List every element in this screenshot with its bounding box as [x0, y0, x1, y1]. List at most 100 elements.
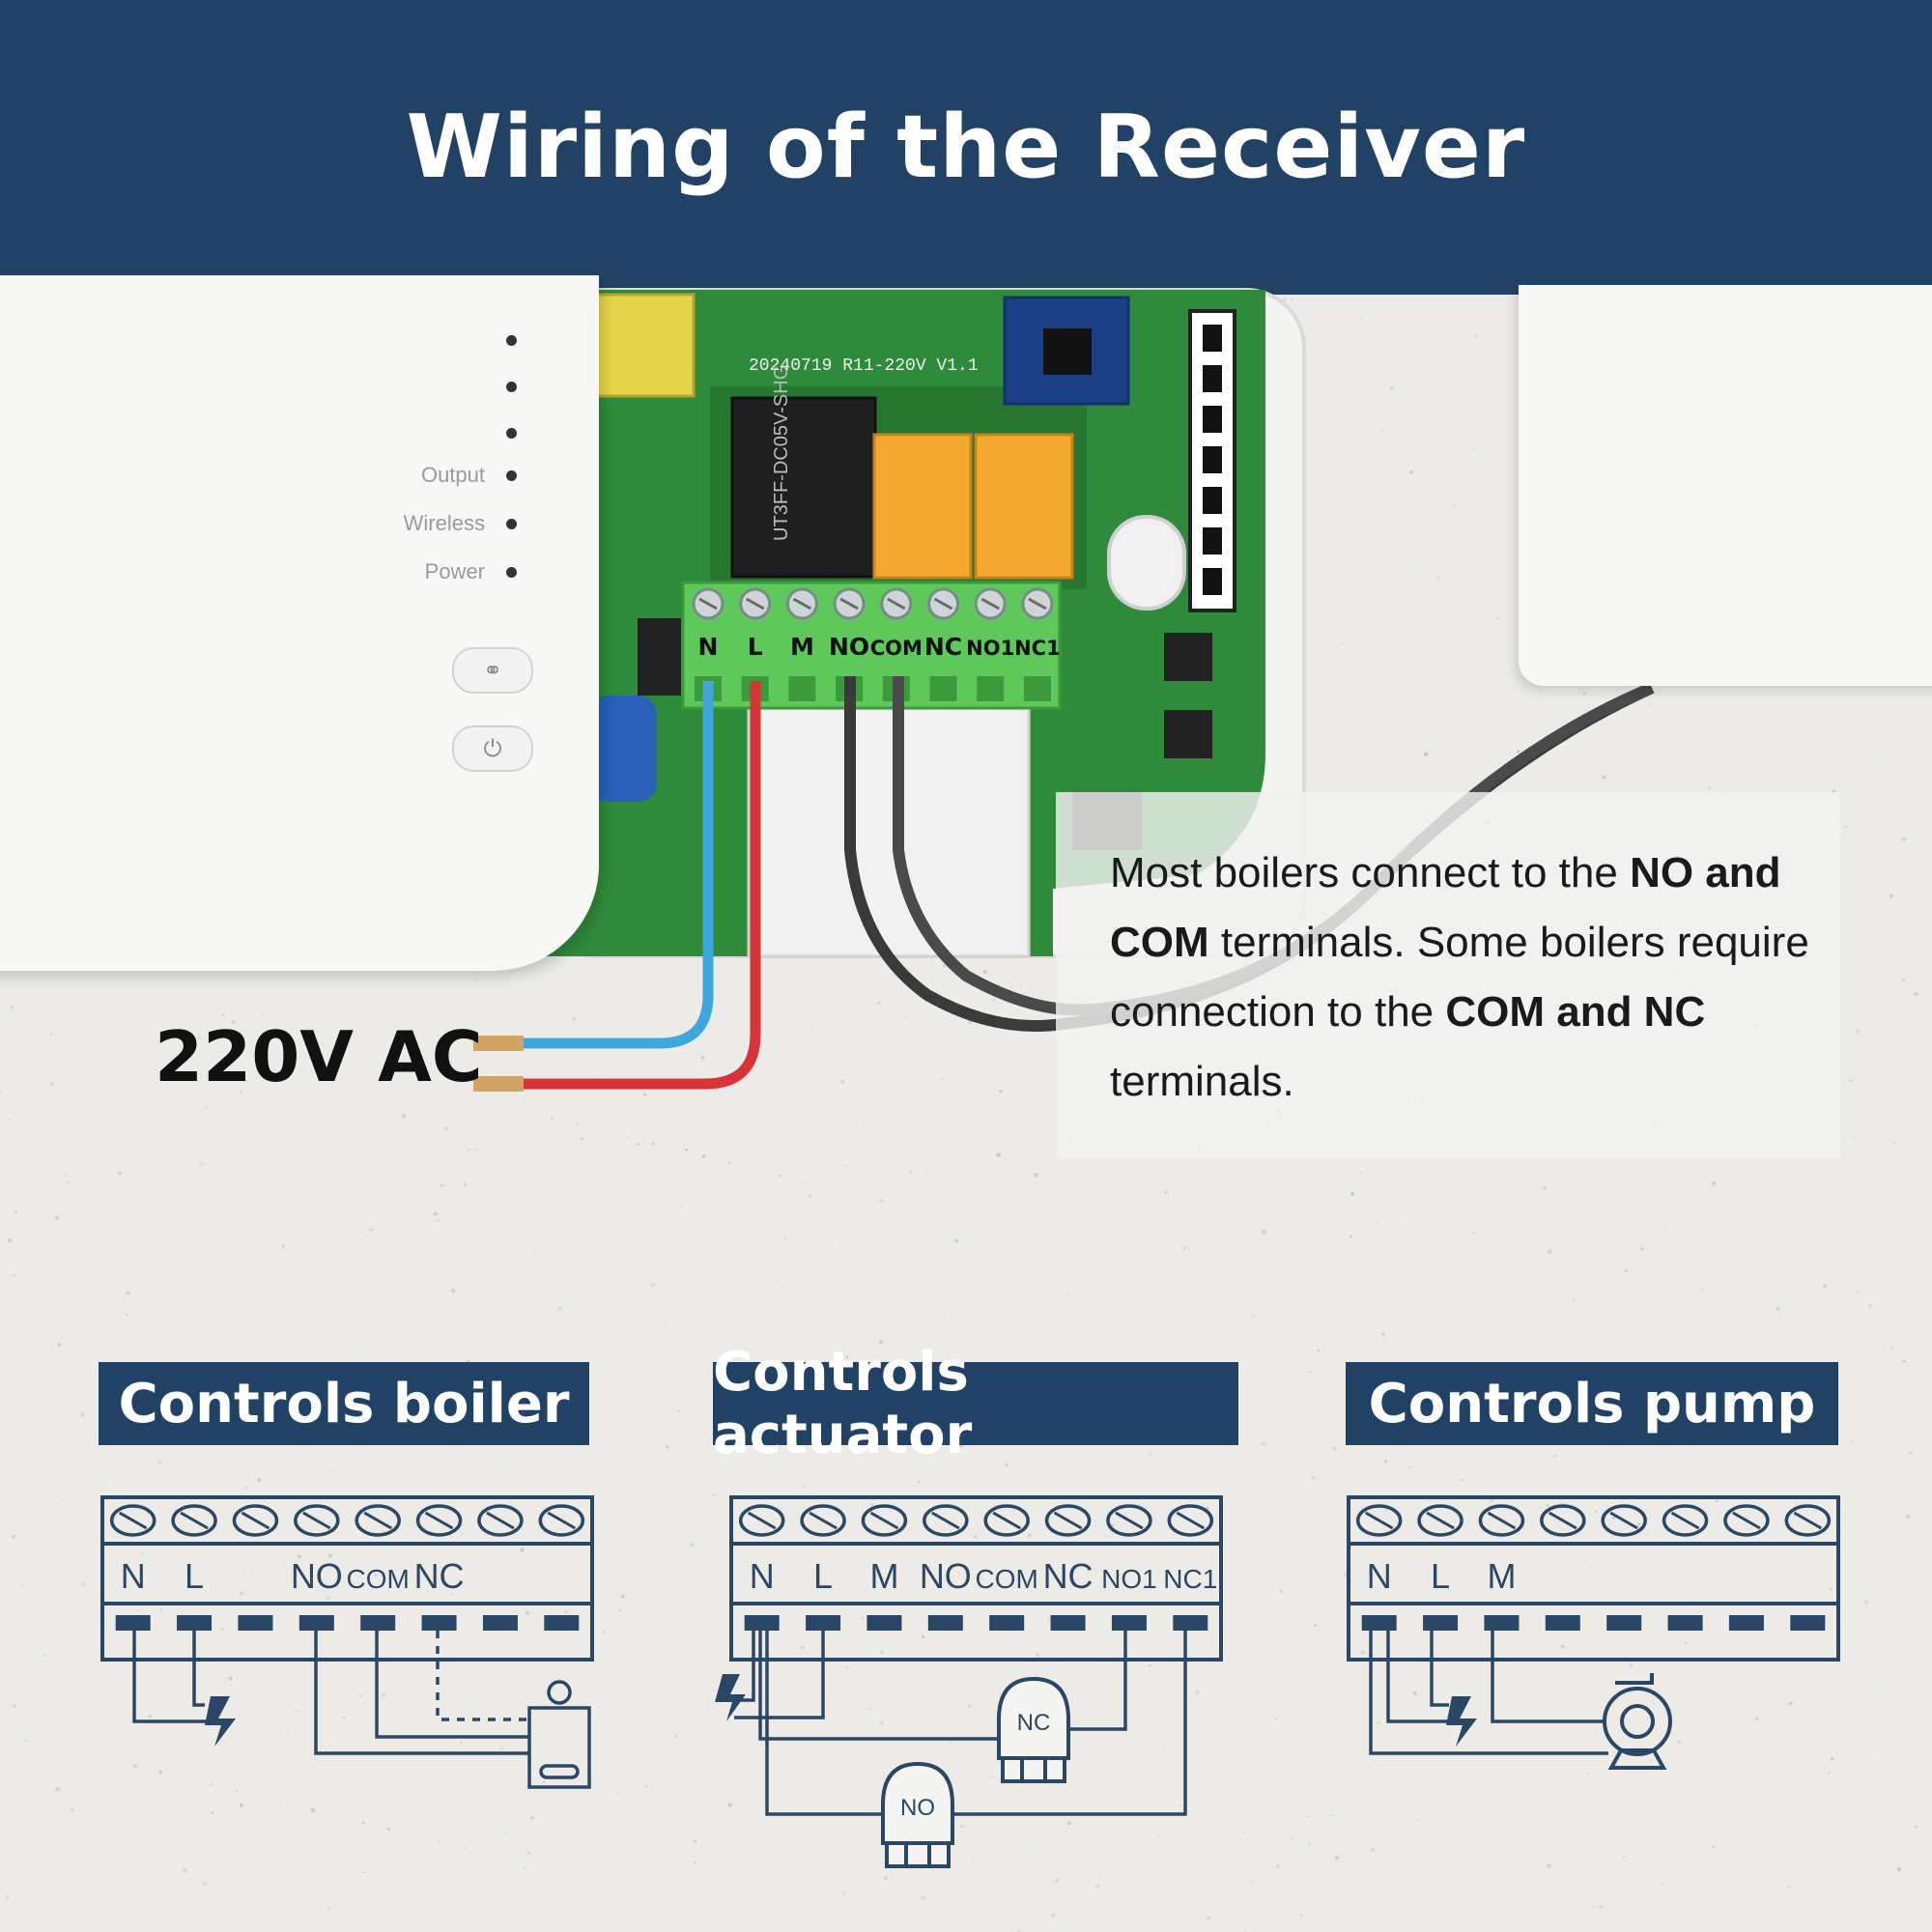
device-cover-right: [1519, 285, 1932, 686]
boiler-wire-no: [314, 1631, 529, 1755]
led-unlabeled-2: [506, 382, 517, 392]
schematic-label-nc: NC: [414, 1556, 465, 1596]
boiler-wire-nc: [436, 1631, 529, 1721]
boiler-unit: [527, 1706, 591, 1789]
schematic-pad: [806, 1615, 841, 1631]
actuator-wire-no1: [1066, 1631, 1127, 1731]
terminal-label-com: COM: [870, 637, 923, 660]
terminal-label-no1: NO1: [966, 637, 1014, 660]
schematic-pad: [177, 1615, 213, 1631]
pump-body: [1603, 1687, 1672, 1756]
pump-outlet: [1615, 1673, 1654, 1685]
actuator-wire-nc1: [952, 1631, 1187, 1816]
led-dot: [506, 382, 517, 392]
boiler-power-icon: [205, 1696, 236, 1747]
led-power: Power: [425, 559, 517, 584]
terminal-slot: [977, 676, 1005, 701]
schematic-pad: [744, 1615, 780, 1631]
led-wireless-label: Wireless: [403, 511, 485, 535]
schematic-label-l: L: [813, 1556, 833, 1596]
schematic-screw: [1662, 1504, 1709, 1537]
schematic-pad: [482, 1615, 518, 1631]
pump-wire-n2: [1386, 1631, 1457, 1723]
schematic-label-n: N: [121, 1556, 146, 1596]
schematic-screw: [1601, 1504, 1647, 1537]
schematic-pad: [1667, 1615, 1703, 1631]
relay-jdq2: [872, 433, 973, 580]
pump-wiring: [1369, 1631, 1672, 1770]
note-bold-2: COM and NC: [1445, 988, 1706, 1036]
schematic-screw: [1106, 1504, 1152, 1537]
pump-wire-l: [1430, 1631, 1449, 1707]
schematic-pad: [1545, 1615, 1580, 1631]
power-icon: ⏻: [483, 735, 502, 762]
schematic-label-m: M: [1487, 1556, 1516, 1596]
schematic-screw: [861, 1504, 908, 1537]
note-text: Most boilers connect to the NO and COM t…: [1110, 838, 1825, 1117]
schematic-screw: [1044, 1504, 1092, 1537]
schematic-pad: [1111, 1615, 1147, 1631]
schematic-screw: [738, 1504, 785, 1537]
schematic-pad: [1173, 1615, 1208, 1631]
pin-header: [1188, 309, 1236, 612]
power-button[interactable]: ⏻: [452, 725, 533, 772]
led-dot: [506, 335, 517, 346]
boiler-wiring: [132, 1631, 591, 1789]
housing-slot: [1107, 515, 1186, 611]
wireless-chip: [1043, 328, 1092, 375]
actuator-wire-n2: [758, 1631, 1000, 1741]
valve-no-label: NO: [900, 1795, 935, 1821]
pump-base: [1607, 1748, 1667, 1770]
actuator-wire-l: [734, 1631, 825, 1719]
schematic-label-n: N: [750, 1556, 775, 1596]
link-icon: ⚭: [482, 657, 503, 684]
led-unlabeled-3: [506, 428, 517, 439]
schematic-screw: [232, 1504, 279, 1537]
note-bold-1: NO and COM: [1110, 849, 1781, 966]
relay-jdq3: [974, 433, 1074, 580]
wire-tip-blue: [473, 1036, 524, 1051]
note-box: Most boilers connect to the NO and COM t…: [1056, 792, 1840, 1159]
schematic-screw: [1540, 1504, 1586, 1537]
schematic-pad: [927, 1615, 963, 1631]
boiler-wire-com: [375, 1631, 529, 1739]
schematic-pad: [1423, 1615, 1459, 1631]
schematic-label-com: COM: [976, 1564, 1038, 1594]
schematic-screw: [800, 1504, 846, 1537]
schematic-pad: [421, 1615, 457, 1631]
schematic-screw: [1478, 1504, 1525, 1537]
schematic-label-nc1: NC1: [1163, 1564, 1217, 1594]
schematic-pad: [544, 1615, 580, 1631]
section-title-pump: Controls pump: [1346, 1362, 1838, 1445]
schematic-screw: [415, 1504, 463, 1537]
device-cover-left: Output Wireless Power ⚭ ⏻: [0, 275, 599, 971]
led-dot: [506, 566, 517, 578]
boiler-unit-knob: [547, 1680, 572, 1705]
schematic-pad: [298, 1615, 334, 1631]
schematic-label-l: L: [185, 1556, 204, 1596]
led-dot: [506, 518, 517, 529]
terminal-label-nc1: NC1: [1014, 637, 1061, 660]
schematic-pad: [1728, 1615, 1764, 1631]
button-s1: [1164, 633, 1212, 681]
schematic-label-nc: NC: [1043, 1556, 1094, 1596]
actuator-power-icon: [715, 1674, 746, 1721]
schematic-screw: [171, 1504, 217, 1537]
terminal-label-n: N: [698, 633, 719, 661]
pump-impeller: [1620, 1704, 1655, 1739]
led-wireless: Wireless: [404, 511, 517, 536]
actuator-wire-n3: [765, 1631, 889, 1816]
boiler-unit-slot: [539, 1764, 580, 1779]
pair-button[interactable]: ⚭: [452, 647, 533, 694]
schematic-pad: [115, 1615, 151, 1631]
schematic-screw: [1167, 1504, 1214, 1537]
board-marking: 20240719 R11-220V V1.1: [749, 356, 979, 376]
led-output: Output: [421, 463, 517, 488]
schematic-screw: [1417, 1504, 1463, 1537]
boiler-wire-l: [192, 1631, 205, 1707]
schematic-pad: [1484, 1615, 1520, 1631]
schematic-screw: [477, 1504, 524, 1537]
schematic-screw: [294, 1504, 340, 1537]
